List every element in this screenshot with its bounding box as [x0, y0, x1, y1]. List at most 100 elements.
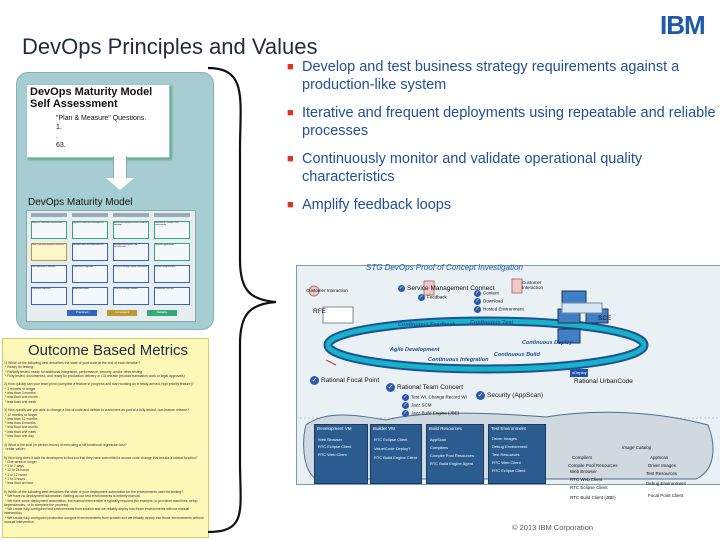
ibm-logo: IBM	[660, 10, 706, 40]
flow-continuous-integration: Continuous Integration	[428, 357, 489, 363]
flow-continuous-test: Continuous Test	[470, 320, 514, 326]
env-item: RTC Web Client	[492, 460, 521, 465]
down-arrow-head-icon	[106, 178, 134, 190]
bullet-marker-icon: ■	[287, 61, 294, 73]
flow-continuous-deploy: Continuous Deploy	[522, 340, 573, 346]
check-icon: ✓	[474, 298, 481, 305]
assessment-title-line: DevOps Maturity Model	[30, 86, 153, 98]
env-item: RTC Build Engine Agent	[430, 461, 474, 466]
env-item: Compile Pool Resources	[430, 453, 475, 458]
sce-cloud-icon	[561, 302, 603, 314]
model-cell: Continuous Integration	[72, 265, 108, 283]
env-item: Test Resources	[492, 452, 520, 457]
service-label: ✓Service Management Connect	[398, 285, 495, 293]
assessment-body: "Plan & Measure" Questions. 1. . 63.	[56, 114, 146, 150]
model-cell: Document objectives	[31, 287, 67, 305]
env-test-environment: Test Environment Driver Images Debug Env…	[488, 424, 546, 484]
bullet-item: ■Amplify feedback loops	[287, 196, 717, 214]
model-cell: Automated deployment with standard topol…	[113, 221, 149, 239]
model-cell: Plan and manage release automation	[113, 265, 149, 283]
env-item: Compilers	[430, 445, 449, 450]
catalog-item: Debug Environment	[646, 481, 686, 486]
feedback-label: ✓Feedback	[418, 294, 447, 301]
catalog-item: Test Resources	[646, 471, 678, 476]
metrics-title: Outcome Based Metrics	[28, 342, 189, 359]
bullet-item: ■ Iterative and frequent deployments usin…	[287, 104, 717, 140]
customer-avatar-icon	[511, 278, 523, 294]
bullet-marker-icon: ■	[287, 153, 294, 165]
check-icon: ✓	[402, 394, 409, 401]
flow-agile-development: Agile Development	[390, 347, 440, 353]
customer-label-right: Customer Interaction	[522, 280, 544, 290]
model-cell: Monitor using business	[154, 265, 190, 283]
security-appscan: ✓Security (AppScan)	[476, 391, 543, 400]
bullet-list: ■ Develop and test business strategy requ…	[287, 58, 717, 224]
rtc-item: ✓Jazz SCM	[402, 402, 432, 409]
metrics-questions: 1) Which of the following best describes…	[4, 361, 204, 524]
model-cell: Collaborate Dev/Ops	[154, 287, 190, 305]
assessment-note	[26, 84, 170, 158]
model-column-header: Plan & Measure	[31, 213, 67, 227]
bullet-marker-icon: ■	[287, 107, 294, 119]
maturity-model-thumbnail: Plan & Measure Development / Test Releas…	[26, 210, 196, 322]
check-icon: ✓	[476, 391, 485, 400]
assessment-line: 1.	[56, 124, 62, 131]
bullet-text: Iterative and frequent deployments using…	[302, 105, 716, 139]
env-title: Builder VM	[373, 426, 396, 431]
catalog-item: Compile Pool Resources	[568, 463, 618, 468]
assessment-title-line: Self Assessment	[30, 98, 118, 110]
env-build-resources: Build Resources AppScan Compilers Compil…	[426, 424, 484, 484]
model-cell: Plan & measure business outcomes	[31, 243, 67, 261]
catalog-item: RTC Web Client	[570, 477, 603, 482]
env-item: Value/Code Deploy?	[374, 446, 411, 451]
assessment-line: .	[56, 133, 58, 140]
rfe-window-icon	[322, 306, 354, 324]
assessment-line: "Plan & Measure" Questions.	[56, 115, 147, 122]
bullet-item: ■ Develop and test business strategy requ…	[287, 58, 717, 94]
catalog-item: RTC Build Client (JBE)	[570, 495, 616, 500]
model-cell: Automated builds	[72, 287, 108, 305]
catalog-item: AppScan	[650, 455, 669, 460]
connector-line	[325, 359, 337, 366]
customer-avatar-icon	[423, 280, 435, 296]
check-icon: ✓	[386, 383, 395, 392]
catalog-item: Web Browser	[570, 469, 597, 474]
check-icon: ✓	[402, 402, 409, 409]
rational-focal-point: ✓Rational Focal Point	[310, 376, 380, 385]
model-legend-item: Reliable	[147, 310, 177, 316]
env-item: AppScan	[430, 437, 447, 442]
loop-ring-inner	[325, 318, 647, 372]
bullet-text: Develop and test business strategy requi…	[302, 59, 680, 93]
udeploy-badge	[570, 369, 588, 377]
model-cell: Reinvent continuous improvement	[31, 221, 67, 239]
model-legend-item: Practiced	[67, 310, 97, 316]
catalog-item: RTC Eclipse Client	[570, 485, 608, 490]
customer-avatar-icon	[308, 285, 320, 297]
env-title: Test Environment	[491, 426, 526, 431]
down-arrow-icon	[113, 156, 127, 178]
model-column-header: Monitor / Optimize	[154, 213, 190, 227]
bullet-item: ■Continuously monitor and validate opera…	[287, 150, 717, 186]
catalog-item: Focal Point Client	[648, 493, 684, 498]
image-catalog-label: Image Catalog	[622, 445, 652, 450]
check-icon: ✓	[402, 410, 409, 417]
assessment-title: DevOps Maturity Model Self Assessment	[30, 86, 152, 110]
model-cell: Optimize applications	[154, 243, 190, 261]
env-item: RTC Eclipse Client	[492, 468, 526, 473]
udeploy-label: uDeploy	[572, 370, 587, 375]
rtc-item: ✓Test WI, Change Record WI	[402, 394, 467, 401]
page-title: DevOps Principles and Values	[22, 34, 318, 59]
env-title: Build Resources	[429, 426, 462, 431]
env-item: Debug Environment	[492, 444, 528, 449]
env-item: RTC Build Engine Client	[374, 455, 418, 460]
model-cell: Plan and manage releases	[113, 287, 149, 305]
env-development-vm: Development VM Web Browser RTC Eclipse C…	[314, 424, 368, 484]
catalog-item: Driver Images	[648, 463, 677, 468]
model-label: DevOps Maturity Model	[28, 197, 133, 208]
rational-urbancode: Rational UrbanCode	[574, 378, 633, 385]
env-builder-vm: Builder VM RTC Eclipse Client Value/Code…	[370, 424, 422, 484]
model-cell: Link objectives to releases	[31, 265, 67, 283]
bullet-marker-icon: ■	[287, 199, 294, 211]
check-icon: ✓	[474, 306, 481, 313]
curly-brace-icon	[207, 66, 277, 534]
